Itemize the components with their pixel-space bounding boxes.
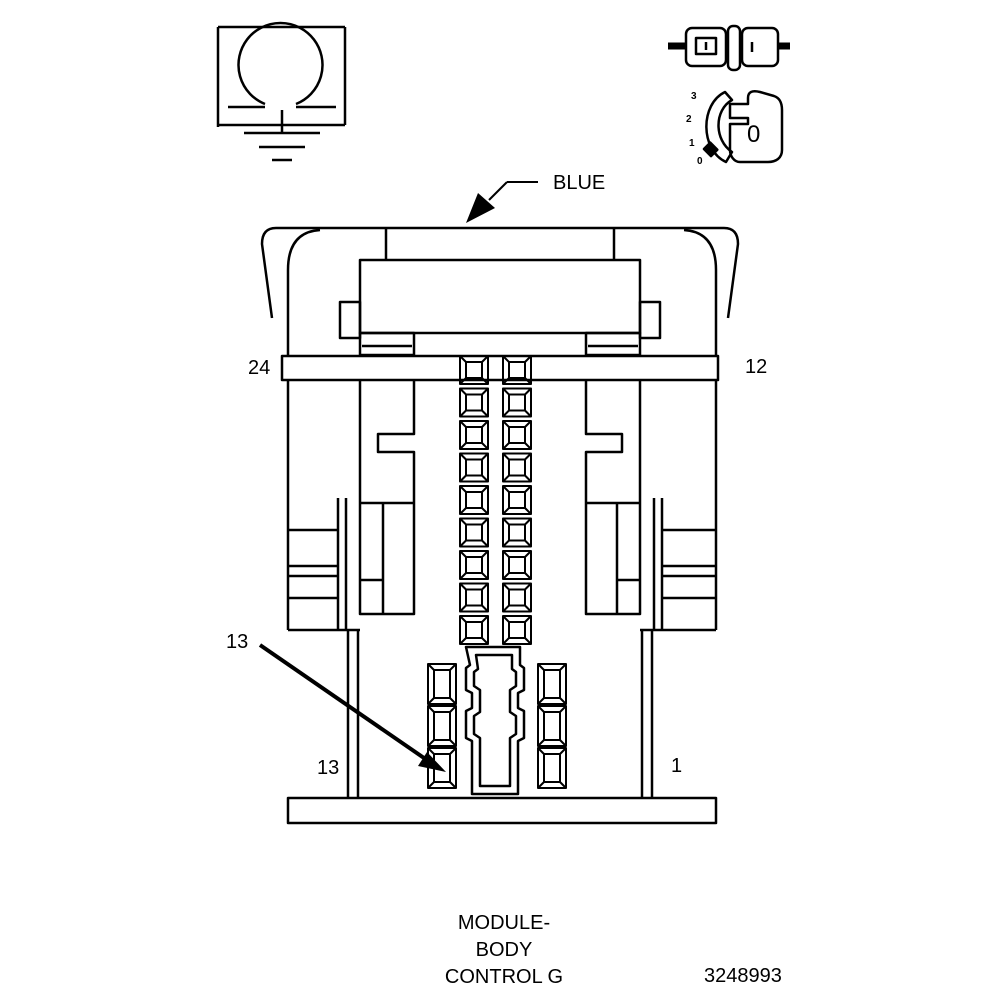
part-number: 3248993 [704,965,782,987]
terminal-cavity [537,663,567,705]
terminal-cavity [502,452,532,483]
pin-12-label: 12 [745,356,768,378]
key-position-number: 0 [747,121,761,148]
pin-1-label: 1 [671,755,683,777]
connector-mating-icon [668,24,790,72]
pin-13-callout-arrow [258,643,446,772]
terminal-cavities [427,355,567,789]
terminal-cavity [502,615,532,645]
caption-line-1: MODULE- [457,912,551,934]
diagram-caption: MODULE- BODY CONTROL G [404,910,604,991]
blue-leader-arrow [466,181,538,223]
pin-24-label: 24 [248,357,271,379]
ground-icon [244,125,320,162]
terminal-cavity [502,550,532,580]
terminal-cavity [459,582,489,613]
caption-line-2: BODY [475,939,533,961]
terminal-cavity [427,705,457,747]
terminal-cavity [459,550,489,580]
key-position-3: 3 [691,91,697,102]
connector-color-label: BLUE [553,172,606,194]
terminal-cavity [459,517,489,548]
key-position-1: 1 [689,138,695,149]
terminal-cavity [502,582,532,613]
terminal-cavity [537,705,567,747]
terminal-cavity [502,355,532,385]
connector-body [260,226,740,825]
ring-terminal-icon [216,21,347,127]
terminal-cavity [459,420,489,450]
key-position-2: 2 [686,114,692,125]
terminal-cavity [459,355,489,385]
terminal-cavity [459,485,489,515]
terminal-cavity [502,517,532,548]
pin-13-callout-label: 13 [226,631,249,653]
terminal-cavity [459,452,489,483]
ignition-key-icon [702,90,784,164]
terminal-cavity [502,387,532,418]
terminal-cavity [502,420,532,450]
terminal-cavity [459,387,489,418]
key-position-0: 0 [697,156,703,167]
terminal-cavity [502,485,532,515]
pin-13-label: 13 [317,757,340,779]
terminal-cavity [427,663,457,705]
terminal-cavity [537,747,567,789]
terminal-cavity [459,615,489,645]
caption-line-3: CONTROL G [444,966,564,988]
